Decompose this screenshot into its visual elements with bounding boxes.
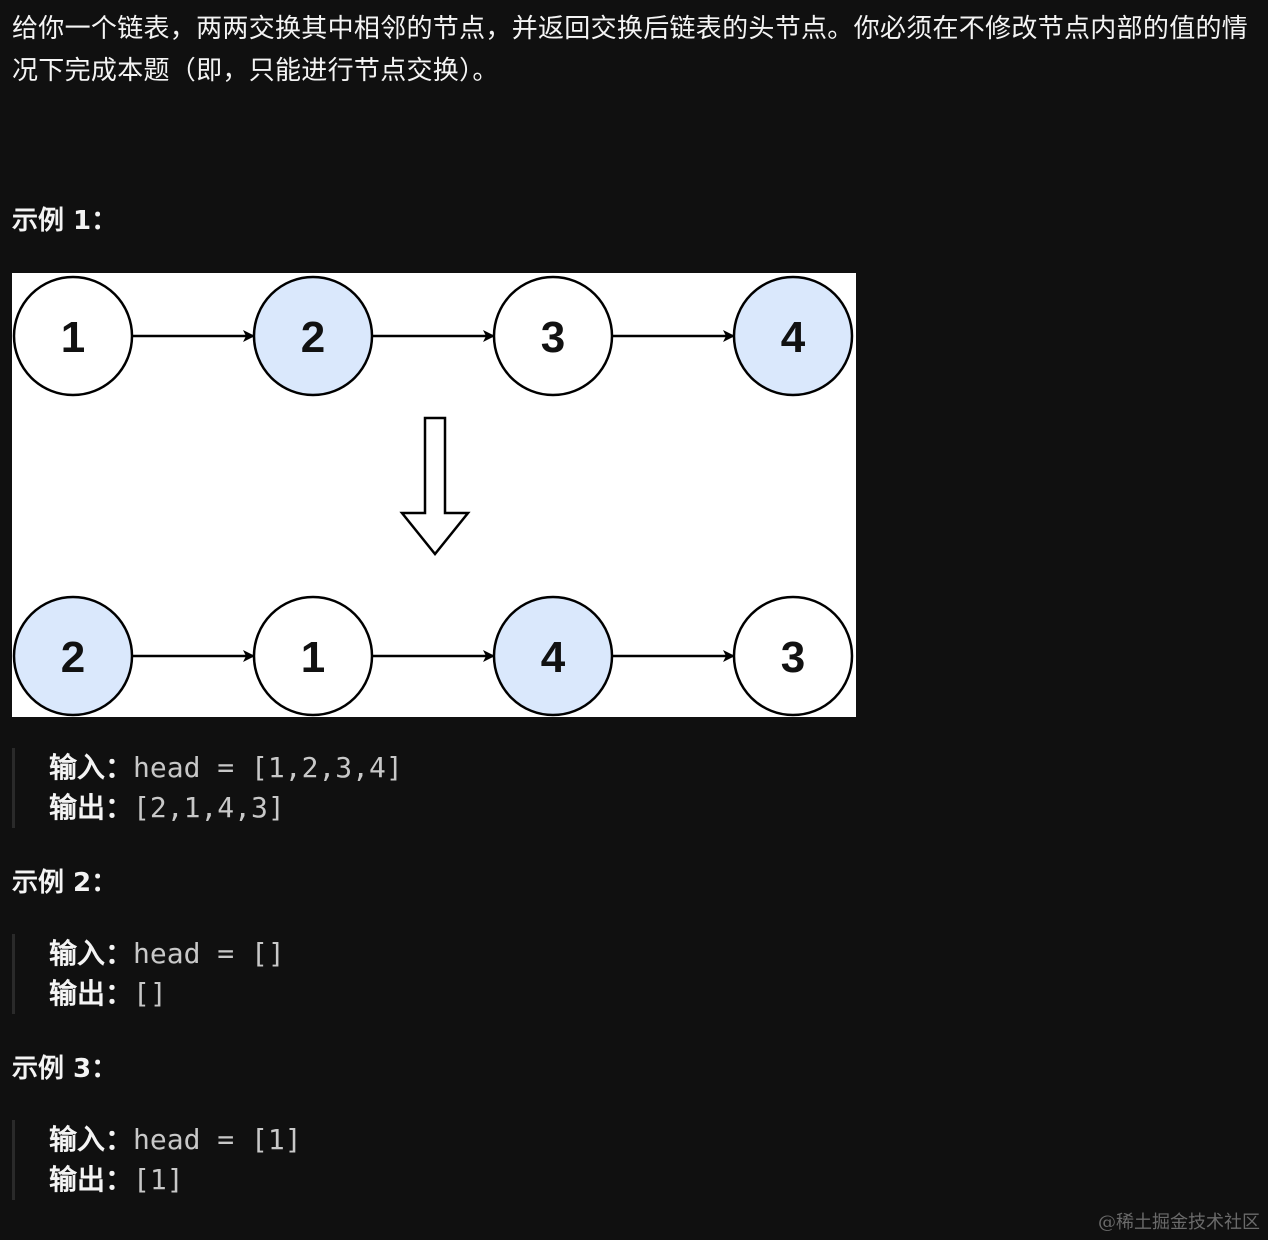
example-2-output-line: 输出：[]: [49, 974, 749, 1014]
after-node-4: [732, 595, 854, 717]
example-3-input-line: 输入：head = [1]: [49, 1120, 749, 1160]
before-node-3: [492, 275, 614, 397]
input-label: 输入：: [49, 1123, 134, 1156]
example-3-title: 示例 3：: [12, 1054, 118, 1084]
input-value: head = []: [133, 937, 285, 970]
example-1-output-line: 输出：[2,1,4,3]: [49, 788, 749, 828]
output-value: []: [133, 977, 167, 1010]
input-label: 输入：: [49, 751, 134, 784]
output-label: 输出：: [49, 791, 134, 824]
input-value: head = [1,2,3,4]: [133, 751, 403, 784]
before-node-1: [12, 275, 134, 397]
output-value: [2,1,4,3]: [133, 791, 285, 824]
linked-list-swap-diagram: 1 2 3 4 2 1 4 3: [12, 273, 856, 717]
before-node-label-2: 2: [301, 313, 325, 362]
after-node-2: [252, 595, 374, 717]
before-node-2: [252, 275, 374, 397]
transform-down-arrow-icon: [399, 416, 471, 556]
after-node-label-2: 1: [301, 633, 325, 682]
input-value: head = [1]: [133, 1123, 302, 1156]
example-1-input-line: 输入：head = [1,2,3,4]: [49, 748, 749, 788]
example-1-title: 示例 1：: [12, 206, 118, 236]
input-label: 输入：: [49, 937, 134, 970]
example-2-title: 示例 2：: [12, 868, 118, 898]
diagram-svg: 1 2 3 4 2 1 4 3: [12, 275, 854, 717]
before-node-label-4: 4: [781, 313, 806, 362]
watermark: @稀土掘金技术社区: [1098, 1212, 1260, 1233]
after-node-label-4: 3: [781, 633, 805, 682]
before-node-label-3: 3: [541, 313, 565, 362]
problem-description: 给你一个链表，两两交换其中相邻的节点，并返回交换后链表的头节点。你必须在不修改节…: [12, 14, 1249, 86]
output-value: [1]: [133, 1163, 184, 1196]
output-label: 输出：: [49, 977, 134, 1010]
after-node-3: [492, 595, 614, 717]
example-3-code-block: 输入：head = [1] 输出：[1]: [12, 1120, 749, 1200]
example-2-code-block: 输入：head = [] 输出：[]: [12, 934, 749, 1014]
example-2-input-line: 输入：head = []: [49, 934, 749, 974]
example-1-code-block: 输入：head = [1,2,3,4] 输出：[2,1,4,3]: [12, 748, 749, 828]
after-node-1: [12, 595, 134, 717]
before-node-label-1: 1: [61, 313, 85, 362]
after-node-label-3: 4: [541, 633, 566, 682]
output-label: 输出：: [49, 1163, 134, 1196]
example-3-output-line: 输出：[1]: [49, 1160, 749, 1200]
after-node-label-1: 2: [61, 633, 85, 682]
before-node-4: [732, 275, 854, 397]
